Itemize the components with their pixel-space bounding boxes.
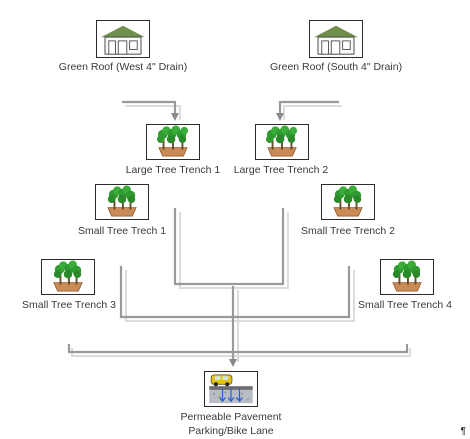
permeable-pavement-label-line2: Parking/Bike Lane (188, 425, 274, 437)
tree-trench-icon (53, 260, 83, 292)
small-tree-trench-1-label: Small Tree Trech 1 (77, 225, 167, 237)
tree-trench-icon (392, 260, 422, 292)
paragraph-mark: ¶ (460, 426, 466, 437)
edge-small-trench-3-4-bracket (67, 344, 409, 354)
green-roof-house-icon (314, 25, 358, 55)
edge-gr-west-to-ltt1 (122, 100, 179, 121)
permeable-pavement-label-line1: Permeable Pavement (180, 411, 282, 423)
small-tree-trench-4-label: Small Tree Trench 4 (358, 299, 452, 311)
small-tree-trench-3-icon (41, 259, 95, 295)
large-tree-trench-1-icon (146, 124, 200, 160)
small-tree-trench-1-icon (95, 184, 149, 220)
permeable-pavement-car-icon (209, 374, 253, 404)
tree-trench-icon (333, 185, 363, 217)
edge-large-trench-bracket (173, 208, 285, 286)
connectors (67, 100, 409, 367)
permeable-pavement-icon (204, 371, 258, 407)
tree-trench-icon (156, 125, 189, 157)
green-roof-house-icon (101, 25, 145, 55)
small-tree-trench-4-icon (380, 259, 434, 295)
large-tree-trench-2-label: Large Tree Trench 2 (233, 164, 329, 176)
green-roof-south-label: Green Roof (South 4" Drain) (269, 61, 403, 73)
edge-gr-south-to-ltt2 (276, 100, 339, 121)
green-roof-west-icon (96, 20, 150, 58)
tree-trench-icon (107, 185, 137, 217)
tree-trench-icon (265, 125, 298, 157)
large-tree-trench-2-icon (255, 124, 309, 160)
edge-small-trench-1-2-bracket (119, 266, 351, 319)
small-tree-trench-3-label: Small Tree Trench 3 (22, 299, 116, 311)
green-roof-south-icon (309, 20, 363, 58)
small-tree-trench-2-label: Small Tree Trench 2 (301, 225, 395, 237)
large-tree-trench-1-label: Large Tree Trench 1 (125, 164, 221, 176)
green-roof-west-label: Green Roof (West 4" Drain) (58, 61, 188, 73)
small-tree-trench-2-icon (321, 184, 375, 220)
